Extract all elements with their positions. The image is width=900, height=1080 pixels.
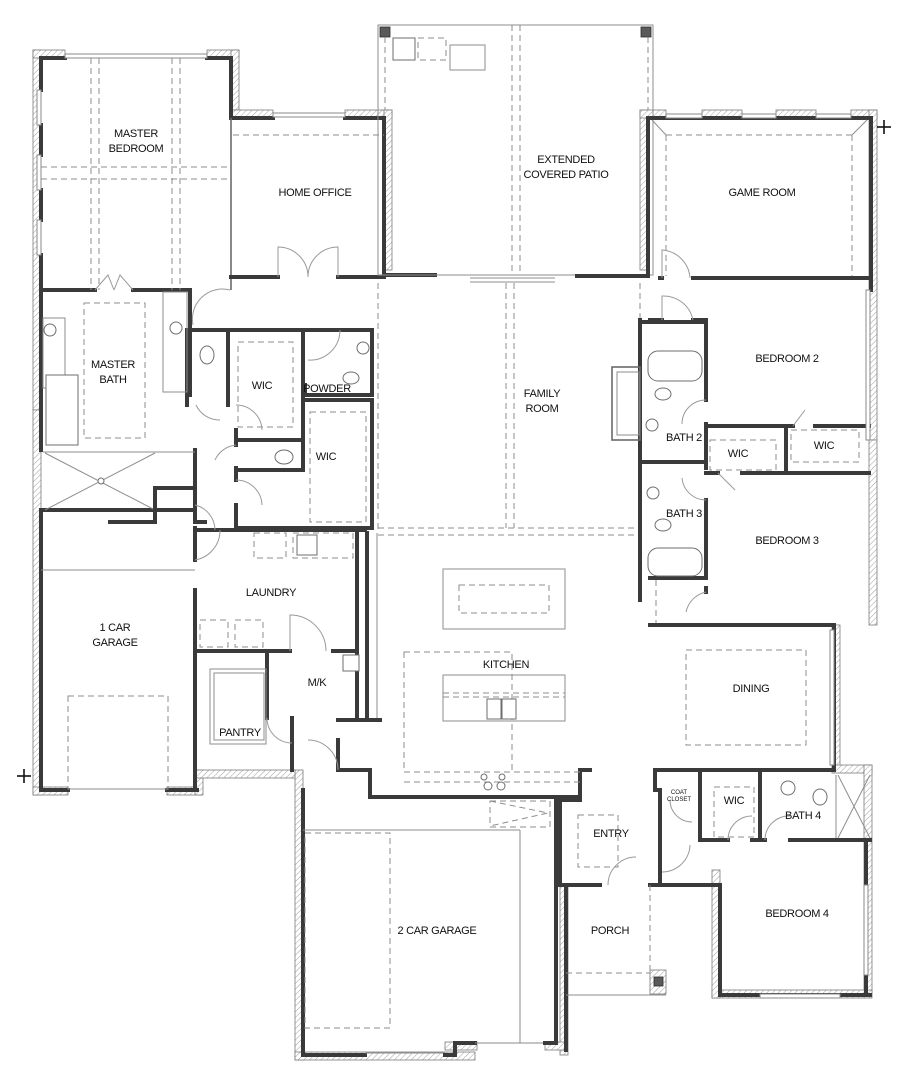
label-wic-bed4: WIC [724, 795, 745, 807]
label-bath-4: BATH 4 [785, 810, 821, 822]
fixtures [42, 37, 860, 838]
toilet-icon [342, 371, 360, 385]
label-bedroom-4: BEDROOM 4 [765, 908, 828, 920]
label-porch: PORCH [591, 925, 630, 937]
label-master-bedroom-1: MASTER [114, 128, 158, 140]
label-entry: ENTRY [593, 828, 630, 840]
label-laundry: LAUNDRY [246, 587, 297, 599]
label-pantry: PANTRY [219, 727, 262, 739]
label-dining: DINING [733, 683, 770, 695]
label-wic-bed2-a: WIC [728, 448, 749, 460]
label-bath-2: BATH 2 [666, 432, 702, 444]
ceiling-lines [41, 58, 868, 868]
grill-icon [392, 37, 416, 61]
label-wic-master-2: WIC [316, 451, 337, 463]
label-two-car-garage: 2 CAR GARAGE [398, 925, 477, 937]
plus-marker-icon [877, 120, 891, 134]
tub-icon [45, 374, 79, 446]
label-patio-2: COVERED PATIO [524, 169, 610, 181]
label-master-bath-2: BATH [99, 374, 127, 386]
sink-icon [296, 534, 318, 556]
tub-icon [647, 547, 703, 577]
exterior-walls [32, 49, 878, 1061]
sink-icon [356, 341, 370, 355]
sink-icon [43, 323, 57, 337]
sink-icon [169, 321, 183, 335]
label-family-room-1: FAMILY [524, 388, 561, 400]
tub-icon [647, 350, 703, 382]
label-coat-closet-2: CLOSET [667, 797, 691, 803]
doors [94, 246, 806, 886]
label-wic-bed2-b: WIC [814, 440, 835, 452]
label-wic-master-1: WIC [252, 380, 273, 392]
label-kitchen: KITCHEN [483, 659, 530, 671]
plus-marker-icon [17, 769, 31, 783]
label-bath-3: BATH 3 [666, 508, 702, 520]
label-master-bedroom-2: BEDROOM [109, 143, 164, 155]
toilet-icon [199, 345, 215, 365]
label-bedroom-3: BEDROOM 3 [755, 535, 818, 547]
reference-markers [17, 120, 891, 783]
toilet-icon [274, 449, 294, 465]
label-home-office: HOME OFFICE [278, 187, 351, 199]
label-family-room-2: ROOM [525, 403, 558, 415]
label-mk: M/K [308, 677, 328, 689]
label-master-bath-1: MASTER [91, 359, 135, 371]
windows [36, 53, 871, 999]
label-game-room: GAME ROOM [729, 187, 796, 199]
kitchen-islands [404, 568, 580, 791]
label-patio-1: EXTENDED [537, 154, 595, 166]
wall-lines [39, 24, 873, 1057]
label-bedroom-2: BEDROOM 2 [755, 353, 818, 365]
sink-icon [342, 654, 360, 672]
sink-icon [646, 486, 660, 500]
label-coat-closet-1: COAT [671, 790, 688, 796]
label-one-car-garage-1: 1 CAR [100, 622, 131, 634]
toilet-icon [654, 387, 672, 401]
sink-icon [780, 780, 796, 796]
label-powder: POWDER [303, 383, 351, 395]
room-labels: MASTER BEDROOM HOME OFFICE EXTENDED COVE… [91, 128, 835, 937]
label-one-car-garage-2: GARAGE [92, 637, 137, 649]
sink-icon [645, 418, 659, 432]
toilet-icon [654, 518, 672, 532]
toilet-icon [812, 788, 828, 806]
